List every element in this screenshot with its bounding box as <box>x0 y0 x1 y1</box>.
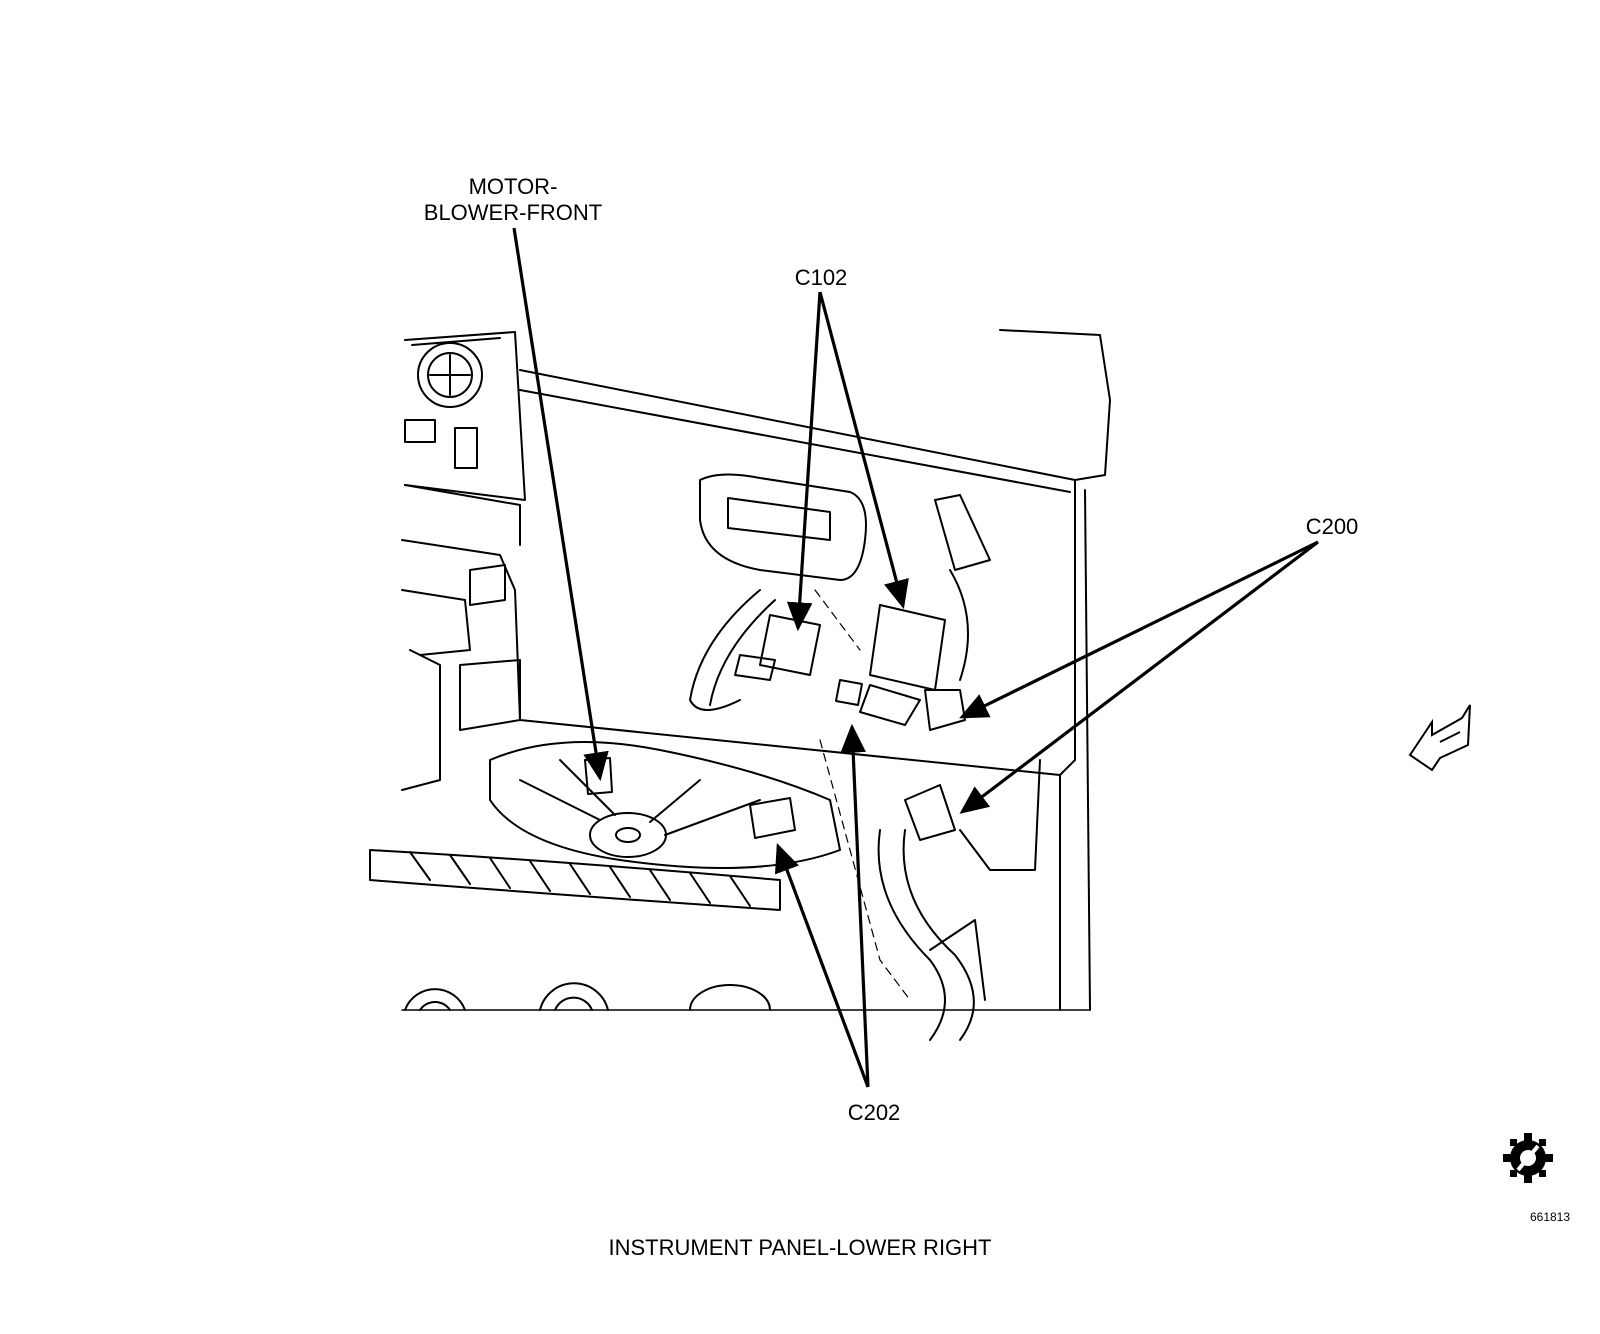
callout-motor-line2: BLOWER-FRONT <box>423 200 603 225</box>
figure-number: 661813 <box>1529 1210 1571 1224</box>
gear-service-icon <box>1503 1133 1553 1183</box>
fwd-arrow-icon <box>1408 704 1471 772</box>
leader-c202-a <box>774 843 870 1088</box>
leader-c200-a <box>959 540 1319 719</box>
leader-c102-a <box>786 291 822 632</box>
callout-motor-line1: MOTOR- <box>468 174 558 199</box>
callout-c200: C200 <box>1305 514 1359 539</box>
leader-c102-b <box>818 291 909 610</box>
callout-motor-blower-front: MOTOR- BLOWER-FRONT <box>418 174 608 226</box>
figure-caption: INSTRUMENT PANEL-LOWER RIGHT <box>608 1235 992 1260</box>
instrument-panel-drawing <box>369 329 1111 1041</box>
leader-c200-b <box>959 540 1319 814</box>
leader-lines <box>512 227 1319 1088</box>
callout-c202: C202 <box>847 1100 901 1125</box>
callout-c102: C102 <box>794 265 848 290</box>
leader-c202-b <box>840 723 870 1088</box>
leader-motor-blower <box>512 227 609 782</box>
